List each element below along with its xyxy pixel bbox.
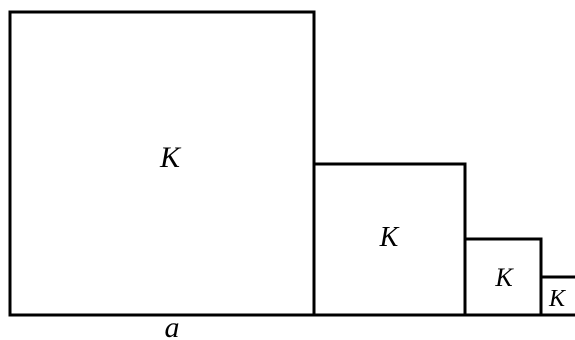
square-2-label: K [379,222,400,253]
square-1-label: K [159,141,182,174]
square-4-label: K [548,286,567,312]
square-3-label: K [494,263,514,292]
square-4 [539,275,575,317]
square-2 [312,162,467,317]
square-1 [8,10,316,317]
square-3 [463,237,543,317]
side-length-label: a [165,311,180,340]
